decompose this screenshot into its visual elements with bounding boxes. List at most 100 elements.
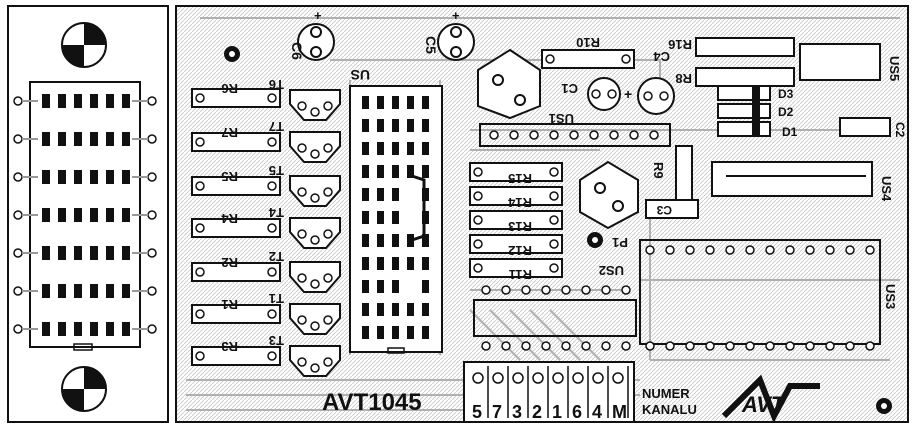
resistor-label: R12 — [508, 243, 532, 258]
transistor — [289, 345, 341, 377]
ic-pad — [422, 257, 429, 270]
resistor-label: R11 — [509, 267, 532, 282]
resistor-left — [191, 88, 281, 108]
connector-pin — [90, 322, 98, 336]
label-d2: D2 — [778, 105, 794, 119]
resistor-label: R4 — [221, 211, 238, 226]
ic-pad — [422, 119, 429, 132]
resistor-label: R2 — [221, 255, 238, 270]
transistor — [289, 175, 341, 207]
resistor-mid — [469, 258, 563, 278]
resistor-left — [191, 218, 281, 238]
ic-pad — [422, 234, 429, 247]
channel-digit: M — [612, 402, 627, 422]
connector-pin — [106, 208, 114, 222]
ic-pad — [407, 165, 414, 178]
resistor-label: R6 — [221, 81, 238, 96]
capacitor-c2 — [839, 117, 891, 137]
ic-pad — [362, 188, 369, 201]
mounting-hole-top-icon — [61, 22, 107, 68]
label-us5: US5 — [887, 56, 902, 81]
ic-pad — [392, 326, 399, 339]
ic-pad — [422, 142, 429, 155]
transistor-label: T3 — [269, 333, 284, 348]
resistor-label: R3 — [221, 339, 238, 354]
logo-text: AVT — [741, 392, 786, 417]
connector-pin — [90, 284, 98, 298]
ic-pad — [422, 326, 429, 339]
ic-pad — [362, 211, 369, 224]
connector-pin — [74, 246, 82, 260]
ic-pad — [362, 303, 369, 316]
resistor-mid — [469, 210, 563, 230]
connector-pin — [42, 208, 50, 222]
ic-pad — [392, 211, 399, 224]
connector-pin — [90, 208, 98, 222]
ic-pad — [422, 280, 429, 293]
transistor — [289, 89, 341, 121]
connector-pin — [58, 170, 66, 184]
transistor — [289, 131, 341, 163]
connector-pin — [106, 170, 114, 184]
ic-pad — [362, 280, 369, 293]
label-us1: US1 — [549, 111, 574, 126]
transistor — [289, 217, 341, 249]
connector-pin — [90, 132, 98, 146]
resistor-left — [191, 262, 281, 282]
ic-pad — [377, 142, 384, 155]
label-d3: D3 — [778, 87, 794, 101]
resistor-label: R5 — [221, 169, 238, 184]
resistor-left — [191, 304, 281, 324]
label-d1: D1 — [782, 125, 798, 139]
ic-socket-central — [349, 85, 443, 354]
channel-digit: 1 — [552, 402, 562, 422]
connector-pin — [74, 284, 82, 298]
connector-pin — [122, 322, 130, 336]
connector-pin — [42, 322, 50, 336]
ic-pad — [377, 211, 384, 224]
connector-pin — [106, 284, 114, 298]
resistor-mid — [469, 186, 563, 206]
capacitor-c3 — [645, 199, 699, 219]
connector-pin — [106, 132, 114, 146]
resistor-label: R1 — [221, 297, 238, 312]
connector-pin — [42, 94, 50, 108]
ic-pad — [362, 165, 369, 178]
connector-pin — [106, 94, 114, 108]
connector-pin — [42, 246, 50, 260]
resistor-label: R15 — [508, 171, 532, 186]
transistor-label: T5 — [269, 163, 284, 178]
resistor-left — [191, 346, 281, 366]
ic-pad — [407, 257, 414, 270]
connector-pin — [122, 132, 130, 146]
channel-caption-line2: KANALU — [642, 402, 697, 417]
capacitor-c5: + C5 — [423, 8, 475, 61]
ic-pad — [422, 96, 429, 109]
connector-pin — [42, 132, 50, 146]
resistor-left — [191, 132, 281, 152]
ic-pad — [392, 257, 399, 270]
board-title: AVT1045 — [322, 389, 422, 416]
ic-pad — [377, 96, 384, 109]
connector-pin — [74, 322, 82, 336]
ic-pad — [407, 142, 414, 155]
diode-block — [717, 85, 771, 137]
channel-digit: 6 — [572, 402, 582, 422]
avt-logo: AVT — [721, 374, 820, 424]
ic-pad — [377, 303, 384, 316]
transistor-label: T1 — [269, 291, 284, 306]
label-r9: R9 — [651, 162, 666, 179]
svg-text:+: + — [624, 86, 632, 102]
ic-pad — [362, 234, 369, 247]
label-us2: US2 — [599, 263, 624, 278]
ic-pad — [392, 280, 399, 293]
connector-pin — [122, 94, 130, 108]
channel-digit: 2 — [532, 402, 542, 422]
resistor-label: R14 — [507, 195, 532, 210]
